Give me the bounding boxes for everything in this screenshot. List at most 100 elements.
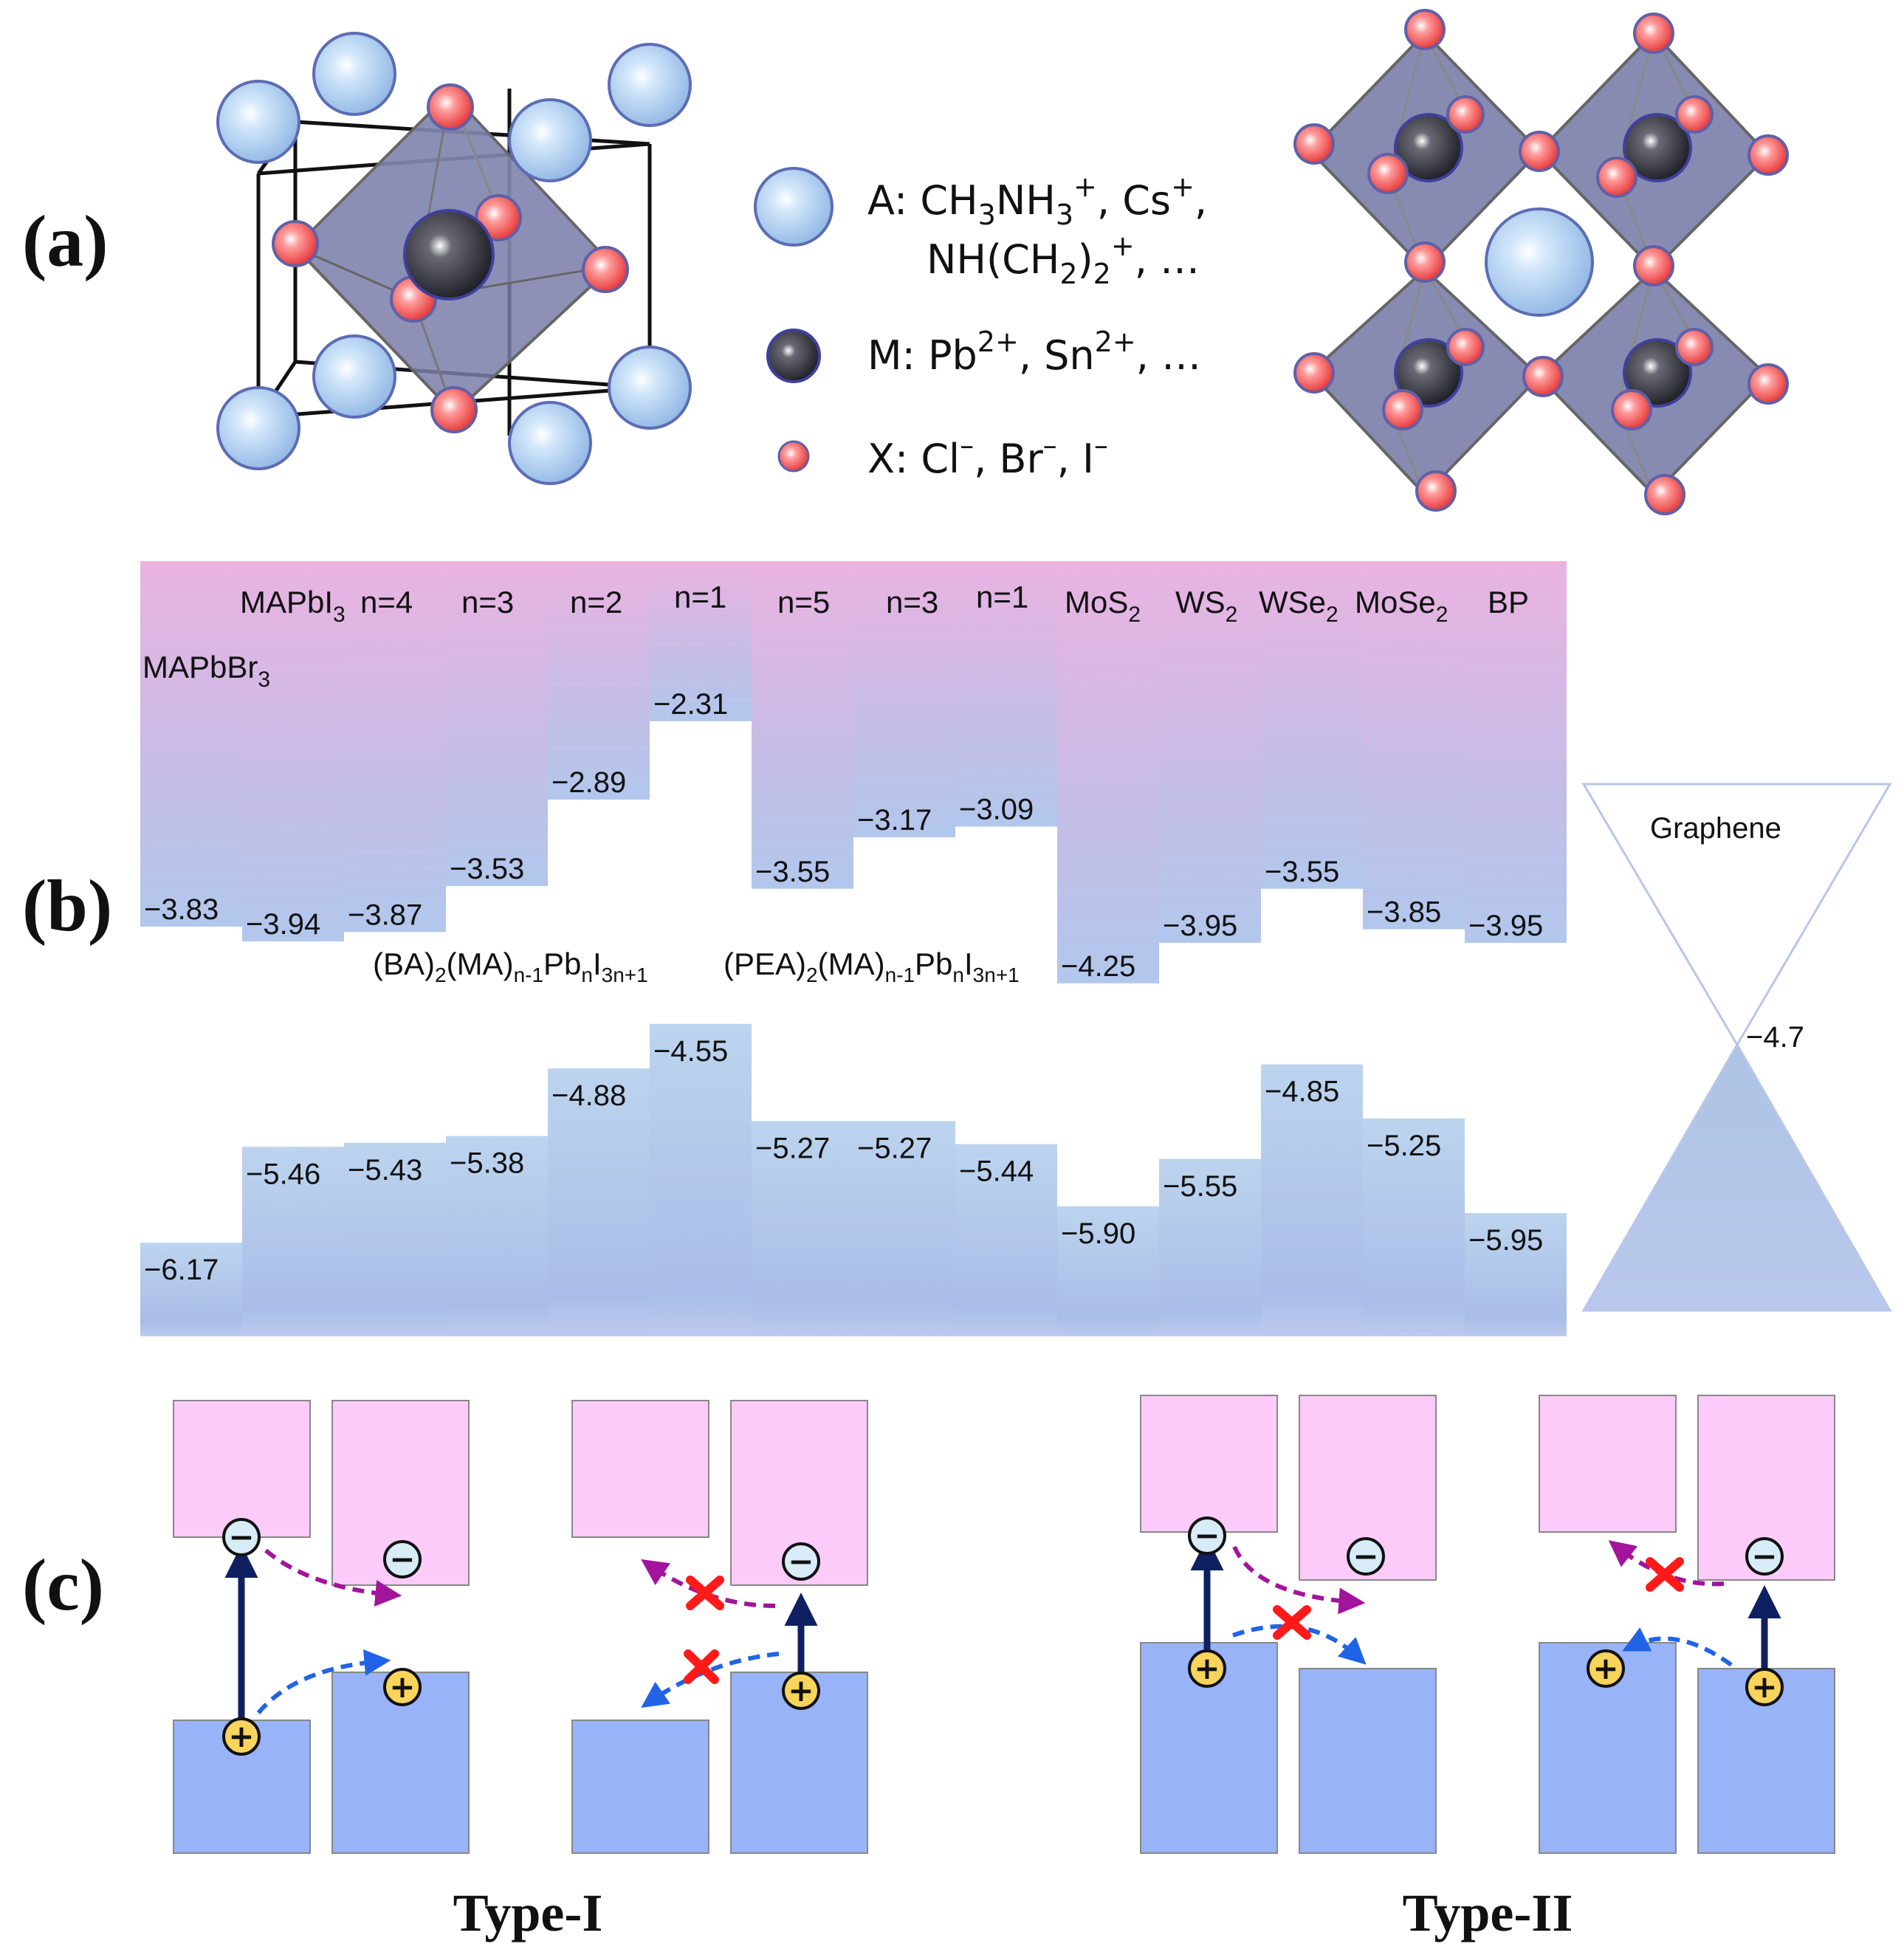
valence-band-bar — [242, 1147, 344, 1336]
cbm-value-label: −2.89 — [551, 766, 626, 799]
vbm-value-label: −4.55 — [653, 1035, 728, 1068]
band-alignment-chart: −3.83 −6.17 −3.94 −5.46 −3.87 −5.43 −3.53 −5.38… — [140, 561, 1567, 1336]
type-i-diagram-1 — [173, 1400, 470, 1854]
cbm-value-label: −3.55 — [1265, 856, 1339, 888]
graphene-fermi-label: −4.7 — [1746, 1021, 1804, 1054]
valence-band-bar — [1057, 1206, 1159, 1336]
svg-text:−: − — [1751, 1538, 1777, 1574]
label-pea-n3: n=3 — [886, 585, 938, 619]
conduction-band-bar — [752, 561, 853, 889]
cbm-value-label: −3.83 — [144, 893, 219, 926]
material-labels: MAPbI3 MAPbBr3 n=4 n=3 n=2 n=1 n=5 n=3 n… — [142, 580, 1529, 986]
conduction-band-bar — [344, 561, 446, 932]
vbm-value-label: −5.27 — [755, 1133, 830, 1165]
vbm-value-label: −6.17 — [144, 1254, 219, 1286]
conduction-band-bar — [1363, 561, 1465, 930]
label-pea-n1: n=1 — [976, 580, 1028, 614]
vbm-value-label: −5.25 — [1367, 1130, 1441, 1162]
label-ba-n4: n=4 — [360, 585, 413, 619]
vbm-value-label: −4.88 — [551, 1079, 626, 1112]
conduction-band-bar — [548, 561, 650, 800]
vbm-value-label: −5.44 — [959, 1155, 1034, 1188]
hole-marker: + — [222, 1717, 261, 1756]
electron-marker: − — [1347, 1537, 1385, 1576]
svg-text:+: + — [788, 1672, 814, 1708]
cbm-value-label: −3.09 — [959, 794, 1034, 826]
vbm-value-label: −5.55 — [1163, 1170, 1237, 1203]
valence-band-bar — [344, 1142, 446, 1336]
label-ba-n2: n=2 — [570, 585, 622, 619]
label-wse2: WSe2 — [1259, 585, 1338, 627]
valence-band-bar — [853, 1121, 955, 1336]
valence-band-bar — [1261, 1064, 1363, 1336]
label-bp: BP — [1488, 585, 1529, 619]
panel-label-a: (a) — [22, 200, 109, 282]
svg-text:+: + — [1751, 1669, 1777, 1705]
valence-band-bar — [140, 1243, 242, 1336]
label-mos2: MoS2 — [1065, 585, 1141, 627]
electron-marker: − — [222, 1518, 261, 1556]
vbm-value-label: −5.90 — [1061, 1217, 1135, 1250]
legend: A: CH3NH3+, Cs+, NH(CH2)2+, … M: Pb2+, S… — [754, 167, 1207, 482]
cbm-value-label: −3.94 — [246, 908, 320, 941]
vbm-value-label: −5.43 — [348, 1154, 422, 1186]
cbm-value-label: −3.17 — [857, 804, 932, 837]
octahedra-network — [1293, 9, 1789, 515]
conduction-band-bar — [1261, 561, 1363, 889]
cbm-value-label: −3.95 — [1163, 910, 1237, 942]
cbm-value-label: −3.87 — [348, 899, 422, 931]
label-ba-n3: n=3 — [461, 585, 514, 619]
valence-band-bar — [1159, 1158, 1261, 1336]
conduction-band-bar — [242, 561, 344, 942]
legend-a-site-marker — [754, 167, 834, 247]
valence-band-bar — [548, 1068, 650, 1336]
legend-x: X: Cl–, Br–, I– — [867, 429, 1108, 482]
hole-marker: + — [1745, 1668, 1784, 1706]
cbm-value-label: −3.85 — [1367, 896, 1441, 929]
type-i-diagram-2 — [571, 1400, 868, 1854]
hole-marker: + — [1587, 1649, 1625, 1688]
svg-text:−: − — [389, 1541, 415, 1577]
label-mapbi3: MAPbI3 — [240, 585, 346, 627]
svg-text:+: + — [228, 1718, 254, 1754]
svg-text:+: + — [389, 1669, 415, 1705]
label-pea-formula: (PEA)2(MA)n-1PbnI3n+1 — [724, 947, 1020, 986]
type-ii-label: Type-II — [1403, 1883, 1573, 1942]
vbm-value-label: −4.85 — [1265, 1076, 1339, 1108]
valence-band-bar — [650, 1023, 752, 1336]
vbm-value-label: −5.46 — [246, 1158, 320, 1190]
legend-m-site-marker — [766, 329, 821, 383]
graphene-cone: Graphene −4.7 — [1581, 783, 1892, 1312]
electron-marker: − — [383, 1540, 422, 1579]
conduction-band-bar — [1057, 561, 1159, 983]
cbm-value-label: −4.25 — [1061, 950, 1135, 983]
cbm-value-label: −3.95 — [1468, 910, 1543, 942]
cbm-value-label: −2.31 — [653, 688, 728, 721]
hole-marker: + — [782, 1672, 820, 1710]
blocked-transfer-marks — [684, 1557, 1684, 1684]
valence-band-bar — [446, 1136, 548, 1336]
legend-a-line2: NH(CH2)2+, … — [927, 230, 1200, 290]
conduction-band-bar — [446, 561, 548, 887]
vbm-value-label: −5.38 — [450, 1147, 524, 1180]
graphene-label: Graphene — [1650, 812, 1781, 845]
conduction-band-bar — [1465, 561, 1567, 943]
conduction-band-bar — [1159, 561, 1261, 943]
cbm-value-label: −3.53 — [450, 853, 524, 885]
label-mose2: MoSe2 — [1355, 585, 1448, 627]
label-ba-n1: n=1 — [674, 580, 726, 614]
legend-x-site-marker — [777, 440, 810, 473]
electron-marker: − — [1745, 1537, 1784, 1576]
vbm-value-label: −5.27 — [857, 1133, 932, 1165]
valence-band-bar — [1363, 1118, 1465, 1336]
conduction-band-bar — [853, 561, 955, 838]
cbm-value-label: −3.55 — [755, 856, 830, 888]
svg-text:−: − — [1194, 1517, 1220, 1553]
vbm-value-label: −5.95 — [1468, 1224, 1543, 1257]
electron-marker: − — [1188, 1516, 1226, 1555]
type-i-label: Type-I — [453, 1883, 603, 1942]
label-mapbbr3: MAPbBr3 — [142, 650, 270, 692]
valence-band-bar — [1465, 1212, 1567, 1336]
conduction-band-bar — [955, 561, 1057, 827]
